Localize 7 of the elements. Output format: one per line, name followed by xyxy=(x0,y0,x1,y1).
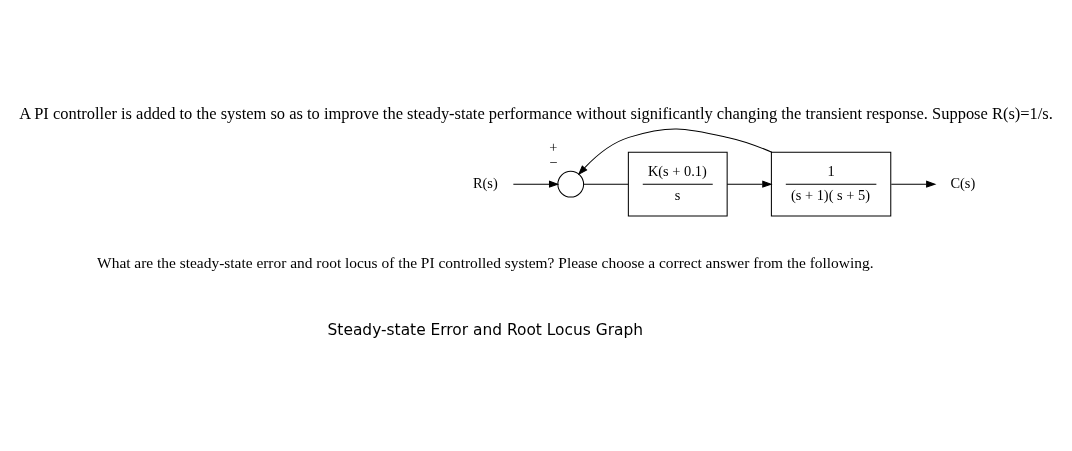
label: What are the steady-state error and root locus of the PI controlled system? Please choose a correct answer from the following. xyxy=(97,253,874,271)
diagram-title: A PI controller is added to the system so as to improve the steady-state performance without significantly changing the transient response. Suppose R(s)=1/s. xyxy=(19,103,1053,123)
node-label: − xyxy=(549,153,558,170)
node-text: R(s) xyxy=(472,174,498,191)
node-label: + xyxy=(549,138,558,155)
label: Steady-state Error and Root Locus Graph xyxy=(327,320,644,339)
node-text: C(s) xyxy=(950,174,976,191)
